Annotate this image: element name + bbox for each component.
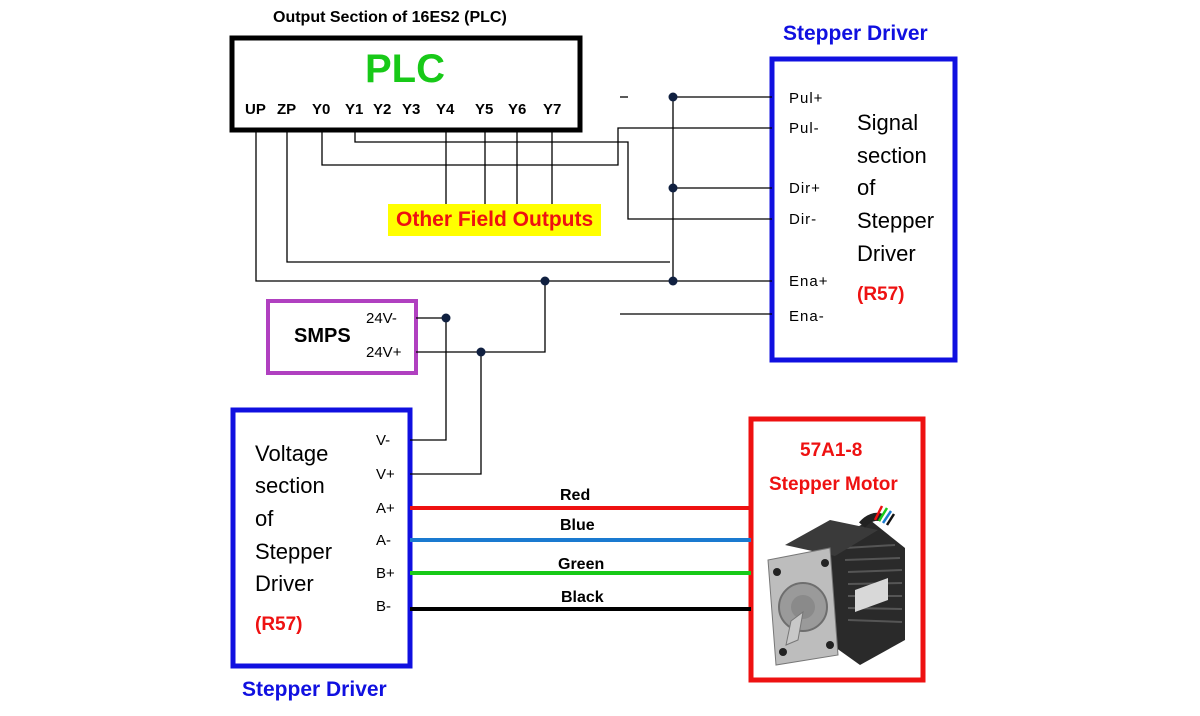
motor-model: 57A1-8 — [800, 440, 863, 461]
signal-driver-line-4: Stepper — [857, 208, 935, 233]
plc-pin-y1: Y1 — [345, 101, 364, 118]
wire-up — [255, 132, 772, 282]
wire-label-blue: Blue — [560, 517, 595, 534]
voltage-pin-v-minus: V- — [376, 432, 391, 449]
plc-pin-zp: ZP — [277, 101, 297, 118]
smps-box — [266, 299, 418, 375]
voltage-pin-b-minus: B- — [376, 598, 391, 615]
plc-pin-y7: Y7 — [543, 101, 562, 118]
voltage-driver-title: Stepper Driver — [242, 678, 387, 701]
smps-label: SMPS — [294, 325, 351, 347]
wire-y1 — [354, 132, 772, 220]
plc-pin-up: UP — [245, 101, 266, 118]
wire-v-plus — [410, 352, 482, 475]
signal-pin-dir-plus: Dir+ — [789, 180, 821, 197]
signal-driver-title: Stepper Driver — [783, 22, 928, 45]
voltage-driver-line-4: Stepper — [255, 539, 333, 564]
plc-title: PLC — [365, 47, 445, 91]
wire-24v-plus — [416, 281, 546, 353]
signal-driver-line-2: section — [857, 143, 927, 168]
plc-pin-y6: Y6 — [508, 101, 527, 118]
smps-24v-plus: 24V+ — [366, 344, 402, 361]
signal-driver-line-3: of — [857, 175, 876, 200]
plc-caption: Output Section of 16ES2 (PLC) — [273, 9, 507, 26]
voltage-driver-line-2: section — [255, 473, 325, 498]
signal-pin-ena-plus: Ena+ — [789, 273, 829, 290]
motor-title: Stepper Motor — [769, 474, 898, 495]
wire-24v-minus — [410, 317, 447, 441]
smps-24v-minus: 24V- — [366, 310, 397, 327]
wire-label-black: Black — [561, 589, 604, 606]
wire-label-red: Red — [560, 487, 591, 504]
voltage-driver-line-1: Voltage — [255, 441, 329, 466]
signal-driver-model: (R57) — [857, 284, 905, 305]
signal-pin-dir-minus: Dir- — [789, 211, 818, 228]
signal-pin-pul-minus: Pul- — [789, 120, 820, 137]
signal-driver-line-5: Driver — [857, 241, 916, 266]
voltage-driver-line-3: of — [255, 506, 274, 531]
plc-pin-y0: Y0 — [312, 101, 331, 118]
junctions — [441, 92, 678, 357]
voltage-pin-a-plus: A+ — [376, 500, 395, 517]
voltage-pin-v-plus: V+ — [376, 466, 395, 483]
voltage-pin-a-minus: A- — [376, 532, 391, 549]
other-field-outputs-label: Other Field Outputs — [388, 204, 602, 236]
voltage-driver-line-5: Driver — [255, 571, 314, 596]
wire-label-green: Green — [558, 556, 605, 573]
plc-pin-y3: Y3 — [402, 101, 421, 118]
motor-image — [767, 505, 905, 666]
plc-pin-y2: Y2 — [373, 101, 392, 118]
voltage-driver-model: (R57) — [255, 614, 303, 635]
wire-y0 — [321, 127, 772, 166]
plc-pin-y4: Y4 — [436, 101, 455, 118]
signal-driver-box — [769, 56, 958, 363]
voltage-pin-b-plus: B+ — [376, 565, 395, 582]
plc-box — [229, 35, 583, 133]
signal-driver-line-1: Signal — [857, 110, 919, 135]
plc-pin-y5: Y5 — [475, 101, 494, 118]
signal-pin-ena-minus: Ena- — [789, 308, 825, 325]
wire-zp — [286, 132, 670, 263]
signal-pin-pul-plus: Pul+ — [789, 90, 824, 107]
